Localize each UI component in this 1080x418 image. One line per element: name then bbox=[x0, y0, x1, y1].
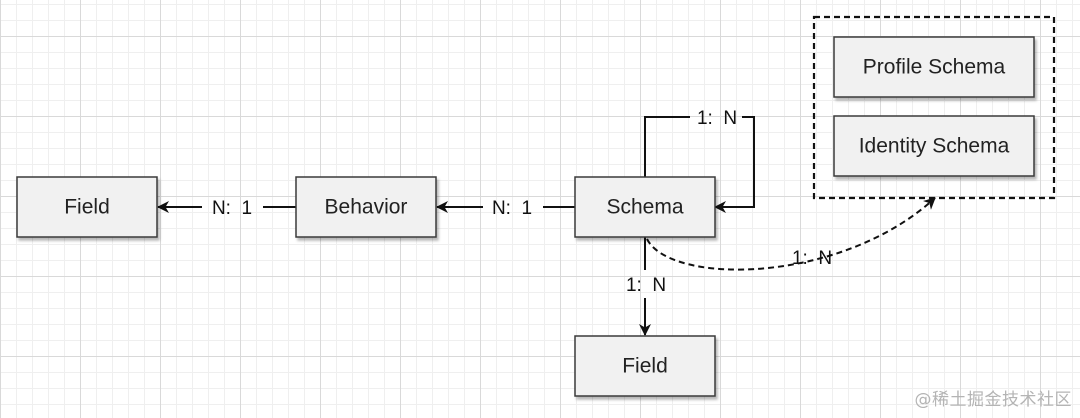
node-field-left-label: Field bbox=[64, 196, 110, 219]
edge-behavior-to-field: N: 1 bbox=[157, 198, 296, 219]
node-schema[interactable]: Schema bbox=[574, 176, 716, 238]
node-behavior[interactable]: Behavior bbox=[295, 176, 437, 238]
edge-schema-self: 1: N bbox=[644, 108, 755, 213]
edge-label-schema-to-behavior: N: 1 bbox=[492, 198, 532, 219]
edge-label-schema-to-group: 1: N bbox=[792, 248, 832, 269]
node-identity-schema[interactable]: Identity Schema bbox=[833, 115, 1035, 177]
node-field-left[interactable]: Field bbox=[16, 176, 158, 238]
watermark: @稀土掘金技术社区 bbox=[914, 390, 1072, 410]
edge-schema-to-behavior: N: 1 bbox=[436, 198, 575, 219]
edge-schema-to-field: 1: N bbox=[626, 237, 666, 336]
edge-label-schema-self: 1: N bbox=[697, 108, 737, 129]
node-field-bottom[interactable]: Field bbox=[574, 335, 716, 397]
node-schema-label: Schema bbox=[606, 196, 683, 219]
edge-schema-to-group: 1: N bbox=[646, 197, 936, 271]
node-field-bottom-label: Field bbox=[622, 355, 668, 378]
node-identity-schema-label: Identity Schema bbox=[859, 135, 1010, 158]
edge-label-behavior-to-field: N: 1 bbox=[212, 198, 252, 219]
node-profile-schema-label: Profile Schema bbox=[863, 56, 1006, 79]
node-behavior-label: Behavior bbox=[325, 196, 408, 219]
edge-label-schema-to-field: 1: N bbox=[626, 275, 666, 296]
node-profile-schema[interactable]: Profile Schema bbox=[833, 36, 1035, 98]
